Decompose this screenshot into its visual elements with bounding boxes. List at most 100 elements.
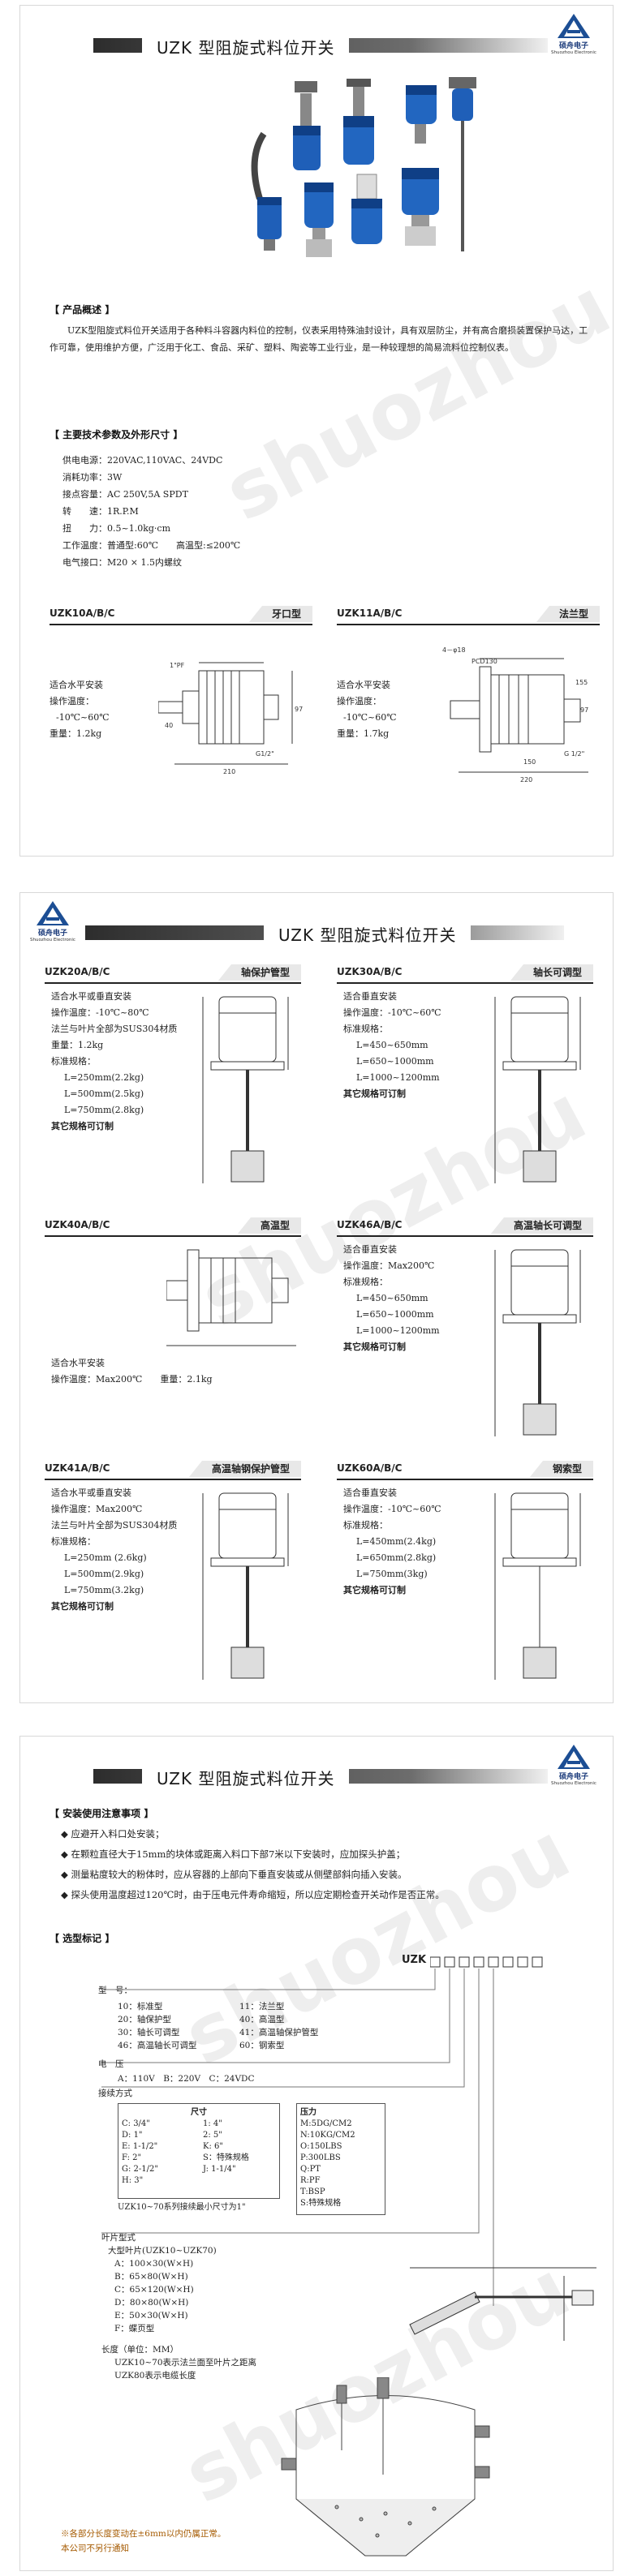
size-option: G: 2-1/2": [122, 2165, 158, 2174]
note-line: L=450~650mm: [356, 1040, 428, 1050]
dim-label: 40: [165, 722, 173, 729]
note-line: 其它规格可订制: [343, 1342, 406, 1352]
dim-label: 150: [523, 758, 536, 766]
note-line: -10℃~60℃: [343, 712, 397, 723]
install-item: ◆ 应避开入料口处安装；: [61, 1824, 445, 1844]
bullet-icon: ◆: [61, 1889, 71, 1900]
spec-row: 供电电源：220VAC,110VAC、24VDC: [62, 452, 240, 469]
note-line: L=650~1000mm: [356, 1056, 434, 1067]
pressure-option: P:300LBS: [300, 2153, 341, 2162]
spec-key: 供电电源：: [62, 455, 107, 466]
note-line: 操作温度：: [337, 696, 381, 706]
spec-key: 消耗功率：: [62, 472, 107, 483]
model-type: 轴保护管型: [217, 964, 301, 981]
model-drawing: [202, 996, 289, 1183]
pressure-option: O:150LBS: [300, 2142, 342, 2151]
note-line: 标准规格：: [343, 1277, 388, 1287]
install-item: ◆ 探头使用温度超过120℃时，由于压电元件寿命缩短，所以应定期检查开关动作是否…: [61, 1885, 445, 1905]
type-option: 30：轴长可调型: [118, 2028, 180, 2037]
install-text: 应避开入料口处安装；: [71, 1828, 165, 1840]
note-line: 标准规格：: [343, 1024, 388, 1034]
spec-key: 转 速：: [62, 506, 107, 517]
note-line: L=500mm(2.5kg): [64, 1088, 144, 1099]
spec-value: 1R.P.M: [107, 506, 139, 517]
page-title: UZK 型阻旋式料位开关: [142, 35, 350, 58]
footnote: 本公司不另行通知: [61, 2544, 129, 2553]
note-line: 适合垂直安装: [343, 991, 397, 1002]
size-option: S：特殊规格: [203, 2153, 249, 2162]
blade-option: D：80×80(W×H): [114, 2298, 189, 2308]
note-line: L=450~650mm: [356, 1293, 428, 1303]
spec-row: 接点容量：AC 250V,5A SPDT: [62, 486, 240, 503]
uzk10-notes: 适合水平安装 操作温度： -10℃~60℃ 重量：1.2kg: [50, 677, 110, 742]
model-code: UZK46A/B/C: [337, 1219, 403, 1230]
company-logo: 硕舟电子 Shuozhou Electronic: [549, 12, 598, 58]
note-line: 重量：1.7kg: [337, 728, 390, 739]
logo-cn: 硕舟电子: [558, 42, 588, 50]
note-line: 其它规格可订制: [343, 1585, 406, 1595]
model-drawing: [494, 1249, 581, 1436]
catalog-page-2: UZK 型阻旋式料位开关 硕舟电子 Shuozhou Electronic sh…: [19, 892, 614, 1703]
install-item: ◆ 测量粘度较大的粉体时，应从容器的上部向下垂直安装或从侧壁部斜向插入安装。: [61, 1865, 445, 1885]
model-type: 法兰型: [536, 606, 600, 622]
spec-value: 0.5~1.0kg·cm: [107, 523, 170, 534]
uzk10-drawing: 1"PF 97 40 210 G1/2": [158, 662, 303, 775]
size-note: UZK10~70系列接续最小尺寸为1": [118, 2203, 246, 2212]
page-title: UZK 型阻旋式料位开关: [142, 1766, 350, 1789]
length-note: UZK10~70表示法兰面至叶片之距离: [114, 2358, 257, 2368]
logo-en: Shuozhou Electronic: [551, 1781, 596, 1786]
dim-label: 210: [223, 768, 235, 775]
logo-en: Shuozhou Electronic: [551, 50, 596, 55]
dim-label: G 1/2": [564, 750, 584, 758]
dim-label: 155: [575, 679, 588, 686]
specs-list: 供电电源：220VAC,110VAC、24VDC 消耗功率：3W 接点容量：AC 2…: [62, 452, 240, 571]
type-option: 40：高温型: [239, 2015, 285, 2024]
watermark: shuozhou: [210, 260, 614, 539]
note-line: L=500mm(2.9kg): [64, 1569, 144, 1579]
spec-key: 电气接口：: [62, 557, 107, 568]
model-header: UZK30A/B/C 轴长可调型: [337, 964, 593, 984]
spec-row: 扭 力：0.5~1.0kg·cm: [62, 520, 240, 537]
page-header: UZK 型阻旋式料位开关 硕舟电子 Shuozhou Electronic: [20, 6, 613, 62]
spec-row: 电气接口：M20 × 1.5内螺纹: [62, 554, 240, 571]
blade-option: E：50×30(W×H): [114, 2311, 188, 2321]
model-code: UZK30A/B/C: [337, 966, 403, 977]
model-code: UZK60A/B/C: [337, 1462, 403, 1474]
overview-text: UZK型阻旋式料位开关适用于各种料斗容器内料位的控制，仪表采用特殊油封设计，具有…: [50, 325, 588, 353]
catalog-page-1: UZK 型阻旋式料位开关 硕舟电子 Shuozhou Electronic 【 …: [19, 5, 614, 857]
power-options: A：110V B：220V C：24VDC: [118, 2074, 255, 2084]
type-option: 46：高温轴长可调型: [118, 2041, 197, 2050]
order-connector-lines: [101, 1968, 494, 2306]
dim-label: 220: [520, 776, 532, 784]
install-item: ◆ 在颗粒直径大于15mm的块体或距离入料口下部7米以下安装时，应加探头护盖；: [61, 1844, 445, 1865]
note-line: 适合水平或垂直安装: [51, 1488, 131, 1498]
note-line: 其它规格可订制: [343, 1088, 406, 1099]
dim-label: G1/2": [256, 750, 274, 758]
note-line: 操作温度：-10℃~60℃: [343, 1504, 441, 1514]
model-code: UZK20A/B/C: [45, 966, 110, 977]
note-line: 标准规格：: [51, 1536, 96, 1547]
model-type: 轴长可调型: [510, 964, 593, 981]
dim-label: PCD130: [472, 658, 497, 665]
note-line: 其它规格可订制: [51, 1601, 114, 1612]
note-line: L=1000~1200mm: [356, 1072, 440, 1083]
catalog-page-3: UZK 型阻旋式料位开关 硕舟电子 Shuozhou Electronic 【 …: [19, 1736, 614, 2571]
note-line: 标准规格：: [51, 1056, 96, 1067]
size-table: 尺寸 C: 3/4"1: 4"D: 1"2: 5"E: 1-1/2"K: 6"F…: [118, 2103, 280, 2199]
spec-row: 转 速：1R.P.M: [62, 503, 240, 520]
type-label: 型 号：: [98, 1986, 132, 1995]
dim-label: 1"PF: [170, 662, 185, 669]
spec-value: 3W: [107, 472, 123, 483]
model-drawing: [166, 1249, 296, 1346]
logo-cn: 硕舟电子: [37, 930, 67, 938]
note-line: L=650mm(2.8kg): [356, 1552, 437, 1563]
install-list: ◆ 应避开入料口处安装；◆ 在颗粒直径大于15mm的块体或距离入料口下部7米以下…: [61, 1824, 445, 1905]
